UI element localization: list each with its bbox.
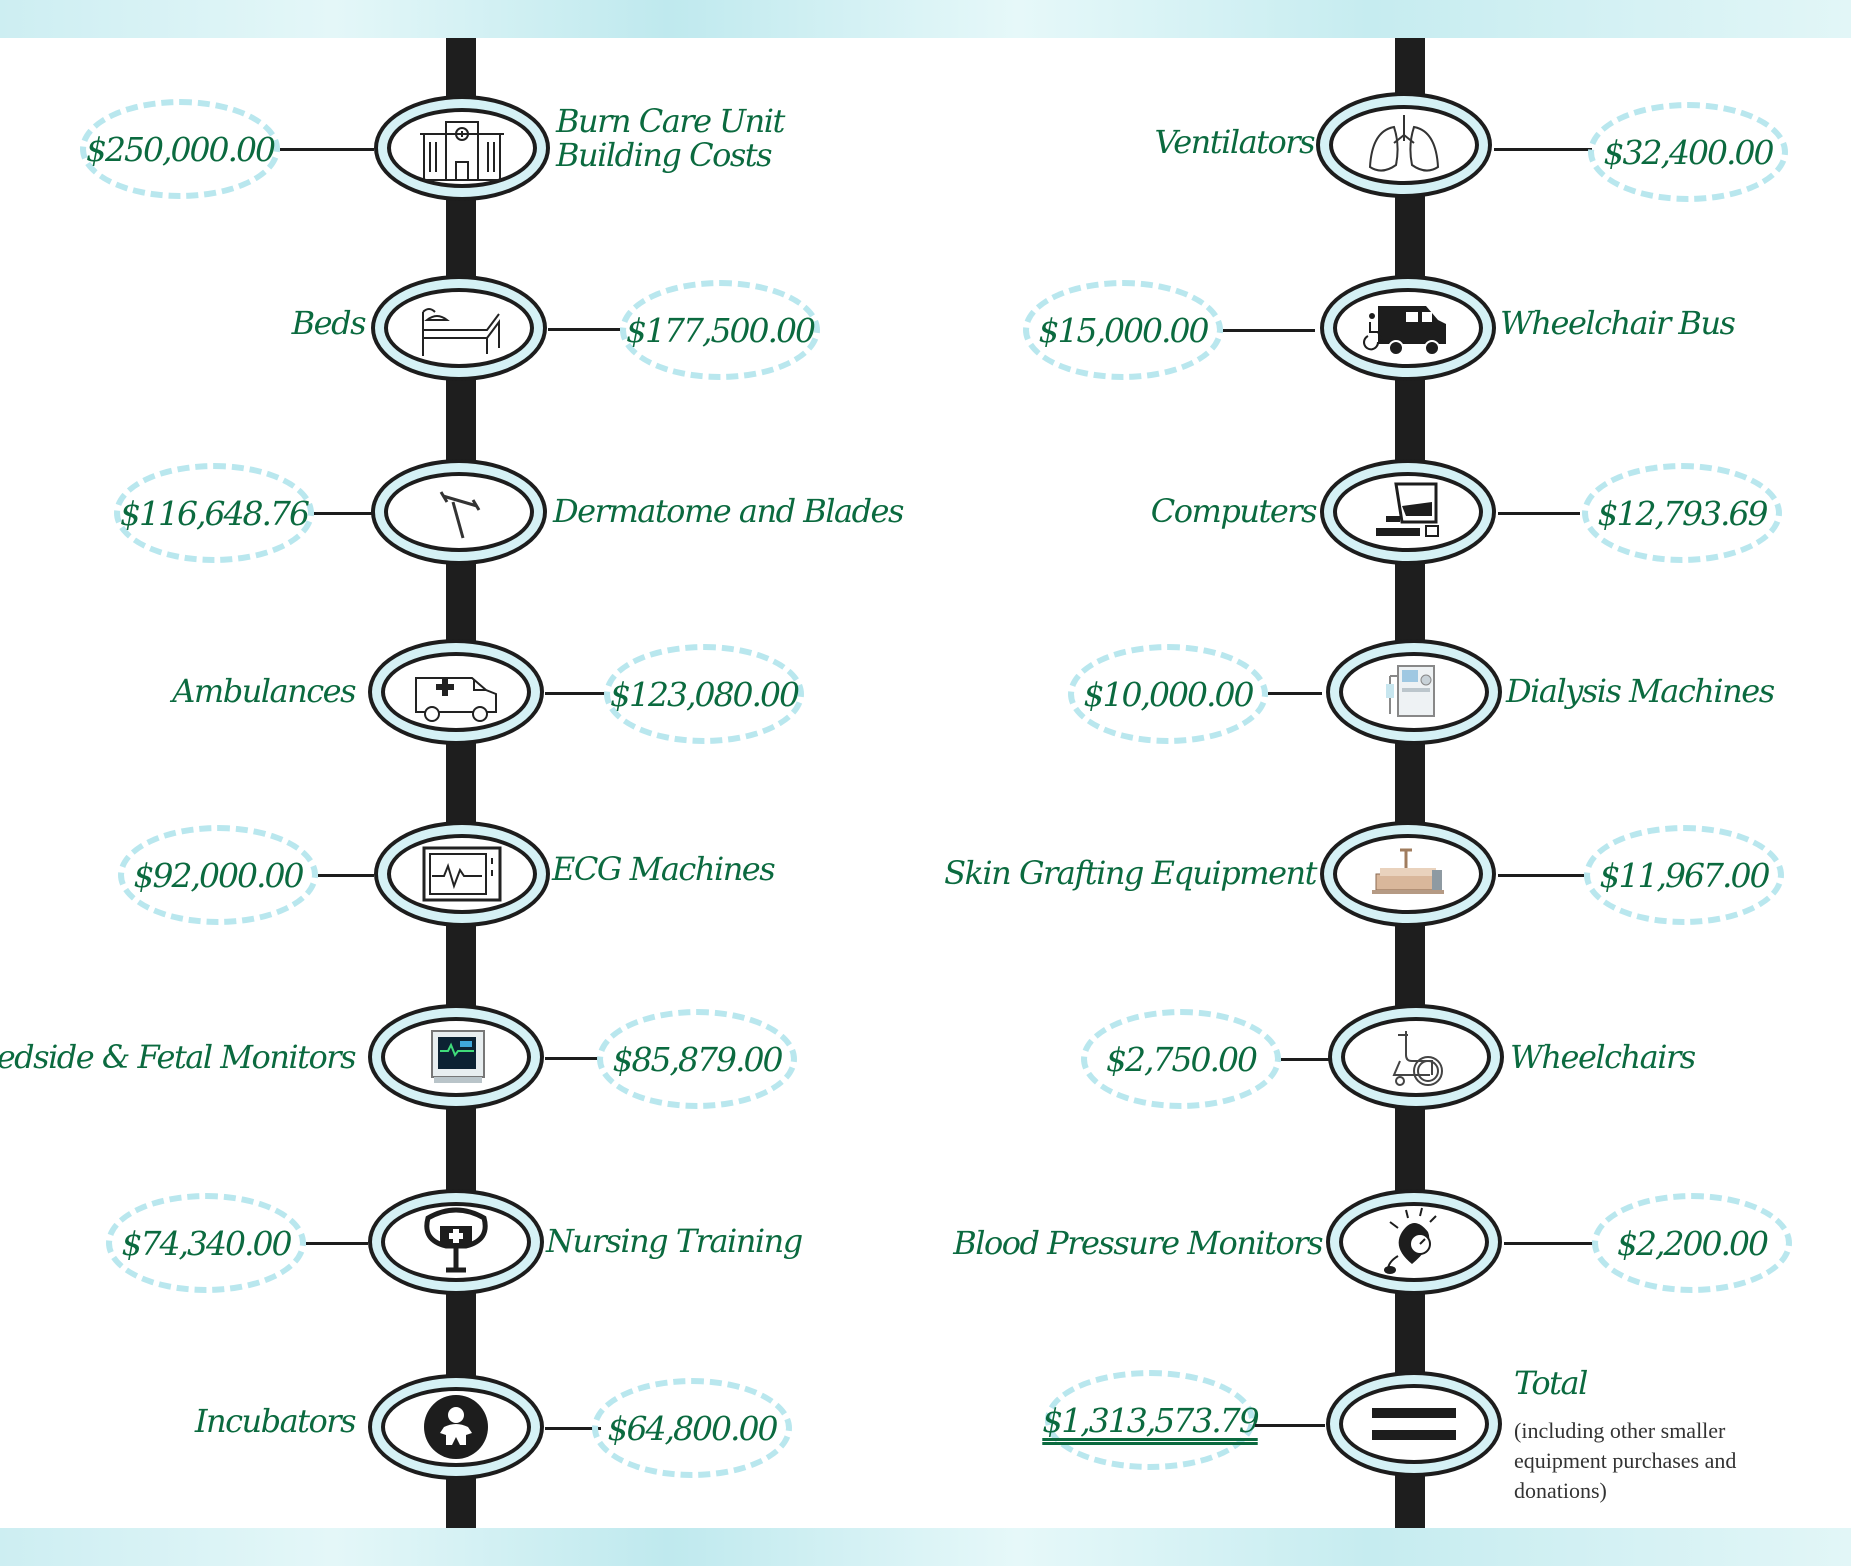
label-building: Burn Care Unit Building Costs	[556, 102, 785, 174]
node-computers	[1320, 459, 1496, 565]
node-wheelchairs	[1328, 1004, 1504, 1110]
label-wheelchairs: Wheelchairs	[1510, 1038, 1696, 1076]
connector-line	[1494, 148, 1592, 151]
label-ventilators: Ventilators	[1154, 123, 1316, 161]
node-wheelchair-bus	[1320, 275, 1496, 381]
amount-bubble-ecg: $92,000.00	[118, 825, 318, 925]
amount-bubble-dialysis: $10,000.00	[1068, 644, 1268, 744]
connector-line	[1281, 1058, 1329, 1061]
connector-line	[548, 328, 620, 331]
bedside-monitor-icon	[431, 1030, 485, 1083]
label-dermatome: Dermatome and Blades	[553, 492, 904, 530]
connector-line	[1498, 874, 1584, 877]
amount-bubble-wheelchair-bus: $15,000.00	[1023, 280, 1223, 380]
node-building	[374, 95, 550, 201]
amount-bubble-nursing: $74,340.00	[106, 1193, 306, 1293]
node-ecg	[374, 821, 550, 927]
amount-bubble-ventilators: $32,400.00	[1588, 102, 1788, 202]
connector-line	[545, 692, 607, 695]
total-note: (including other smaller equipment purch…	[1514, 1418, 1737, 1503]
connector-line	[545, 1427, 601, 1430]
dermatome-icon	[439, 491, 481, 539]
connector-line	[280, 148, 374, 151]
node-ambulances	[368, 639, 544, 745]
amount-bubble-ambulances: $123,080.00	[604, 644, 804, 744]
connector-line	[1504, 1242, 1594, 1245]
wheelchair-icon	[1392, 1031, 1443, 1086]
node-skin-grafting	[1320, 821, 1496, 927]
baby-icon	[424, 1395, 488, 1459]
top-decorative-band	[0, 0, 1851, 38]
label-incubators: Incubators	[194, 1402, 357, 1440]
blood-pressure-icon	[1384, 1207, 1437, 1274]
connector-line	[314, 512, 372, 515]
connector-line	[1268, 692, 1322, 695]
amount-bubble-total: $1,313,573.79	[1042, 1370, 1260, 1470]
amount-bubble-incubators: $64,800.00	[592, 1378, 792, 1478]
amount-bubble-blood-pressure: $2,200.00	[1592, 1193, 1792, 1293]
label-ambulances: Ambulances	[172, 672, 356, 710]
label-nursing: Nursing Training	[546, 1222, 803, 1260]
node-total	[1326, 1371, 1502, 1477]
building-icon	[420, 121, 504, 181]
amount-bubble-wheelchairs: $2,750.00	[1081, 1009, 1281, 1109]
amount-bubble-computers: $12,793.69	[1582, 463, 1782, 563]
bed-icon	[422, 308, 500, 356]
right-timeline-spine	[1395, 38, 1425, 1528]
label-ecg: ECG Machines	[552, 850, 776, 888]
wheelchair-bus-icon	[1363, 306, 1446, 356]
nursing-icon	[424, 1207, 488, 1273]
connector-line	[318, 874, 374, 877]
dialysis-machine-icon	[1386, 665, 1435, 717]
node-ventilators	[1316, 92, 1492, 198]
amount-bubble-building: $250,000.00	[80, 99, 280, 199]
node-blood-pressure	[1326, 1189, 1502, 1295]
amount-bubble-dermatome: $116,648.76	[114, 463, 314, 563]
connector-line	[306, 1242, 368, 1245]
label-computers: Computers	[1150, 492, 1318, 530]
ambulance-icon	[415, 677, 497, 722]
node-dialysis	[1326, 639, 1502, 745]
node-bedside-monitors	[368, 1004, 544, 1110]
ecg-monitor-icon	[422, 846, 502, 902]
node-dermatome	[371, 459, 547, 565]
amount-bubble-skin-grafting: $11,967.00	[1584, 825, 1784, 925]
connector-line	[1255, 1424, 1325, 1427]
connector-line	[1223, 329, 1315, 332]
computer-icon	[1376, 482, 1439, 537]
amount-bubble-bedside-monitors: $85,879.00	[597, 1009, 797, 1109]
connector-line	[1498, 512, 1580, 515]
label-skin-grafting: Skin Grafting Equipment	[944, 854, 1317, 892]
label-wheelchair-bus: Wheelchair Bus	[1500, 304, 1736, 342]
label-bedside-monitors: Bedside & Fetal Monitors	[0, 1038, 357, 1076]
label-total: Total	[1514, 1364, 1588, 1402]
equals-icon	[1372, 1408, 1456, 1440]
node-beds	[371, 275, 547, 381]
left-timeline-spine	[446, 38, 476, 1528]
label-blood-pressure: Blood Pressure Monitors	[953, 1224, 1323, 1262]
node-nursing	[368, 1189, 544, 1295]
lungs-icon	[1368, 115, 1440, 172]
skin-graft-icon	[1372, 848, 1444, 894]
bottom-decorative-band	[0, 1528, 1851, 1566]
label-beds: Beds	[291, 304, 367, 342]
node-incubators	[368, 1374, 544, 1480]
label-dialysis: Dialysis Machines	[1506, 672, 1775, 710]
amount-bubble-beds: $177,500.00	[620, 280, 820, 380]
connector-line	[545, 1057, 601, 1060]
